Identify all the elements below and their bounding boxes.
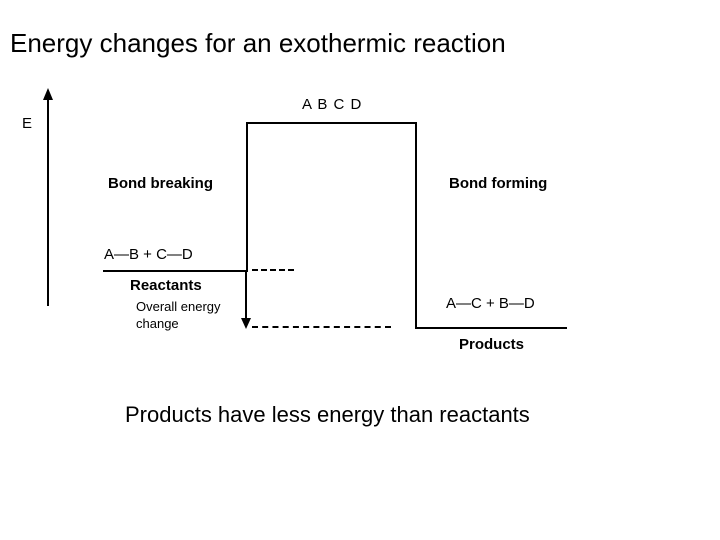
overall-energy-change-arrowhead-icon (241, 318, 251, 329)
overall-energy-change-label: Overall energy change (136, 299, 221, 331)
overall-energy-change-arrow-shaft (245, 272, 247, 320)
reactants-level-dashed-guide (252, 269, 294, 271)
bond-forming-label: Bond forming (449, 175, 548, 192)
products-level-line (416, 327, 567, 329)
bond-forming-drop-line (415, 122, 417, 329)
bond-breaking-label: Bond breaking (108, 175, 214, 192)
reactants-formula: A—B + C—D (104, 246, 193, 263)
energy-axis-line (47, 98, 49, 306)
products-formula: A—C + B—D (446, 295, 535, 312)
activated-complex-plateau-line (247, 122, 417, 124)
slide-title: Energy changes for an exothermic reactio… (10, 28, 506, 58)
products-label: Products (459, 336, 525, 353)
slide-footer-text: Products have less energy than reactants (125, 402, 530, 427)
reactants-label: Reactants (130, 277, 202, 294)
bond-breaking-rise-line (246, 122, 248, 272)
activated-complex-label: A B C D (302, 96, 363, 113)
products-level-dashed-guide (252, 326, 391, 328)
energy-axis-label: E (22, 115, 33, 132)
reactants-level-line (103, 270, 248, 272)
energy-axis-arrowhead-icon (43, 88, 53, 100)
